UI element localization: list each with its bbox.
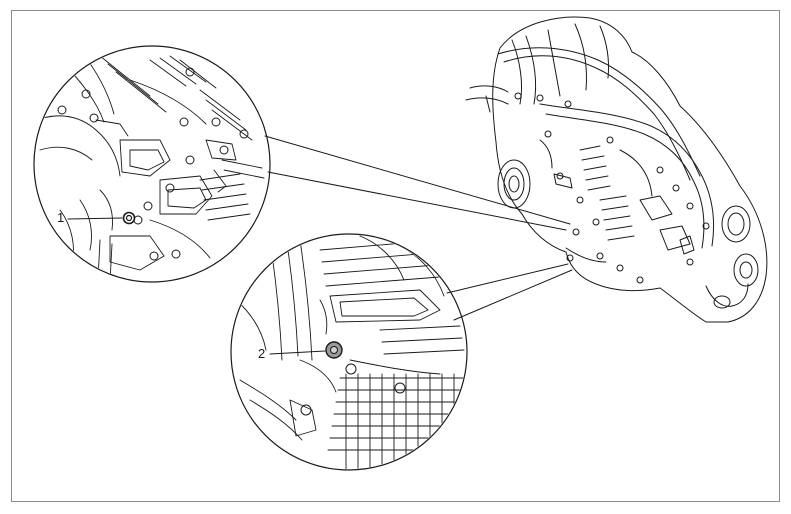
callout-1-leader [67,217,123,220]
drain-plug-1-icon [122,211,136,225]
detail-view-2 [230,233,468,471]
callout-2-label: 2 [258,346,266,361]
magnifier-leaders [264,135,573,321]
callout-2-leader [269,350,326,355]
callout-1-label: 1 [57,210,65,225]
transaxle-assembly [465,16,768,323]
detail-view-1 [33,45,271,283]
